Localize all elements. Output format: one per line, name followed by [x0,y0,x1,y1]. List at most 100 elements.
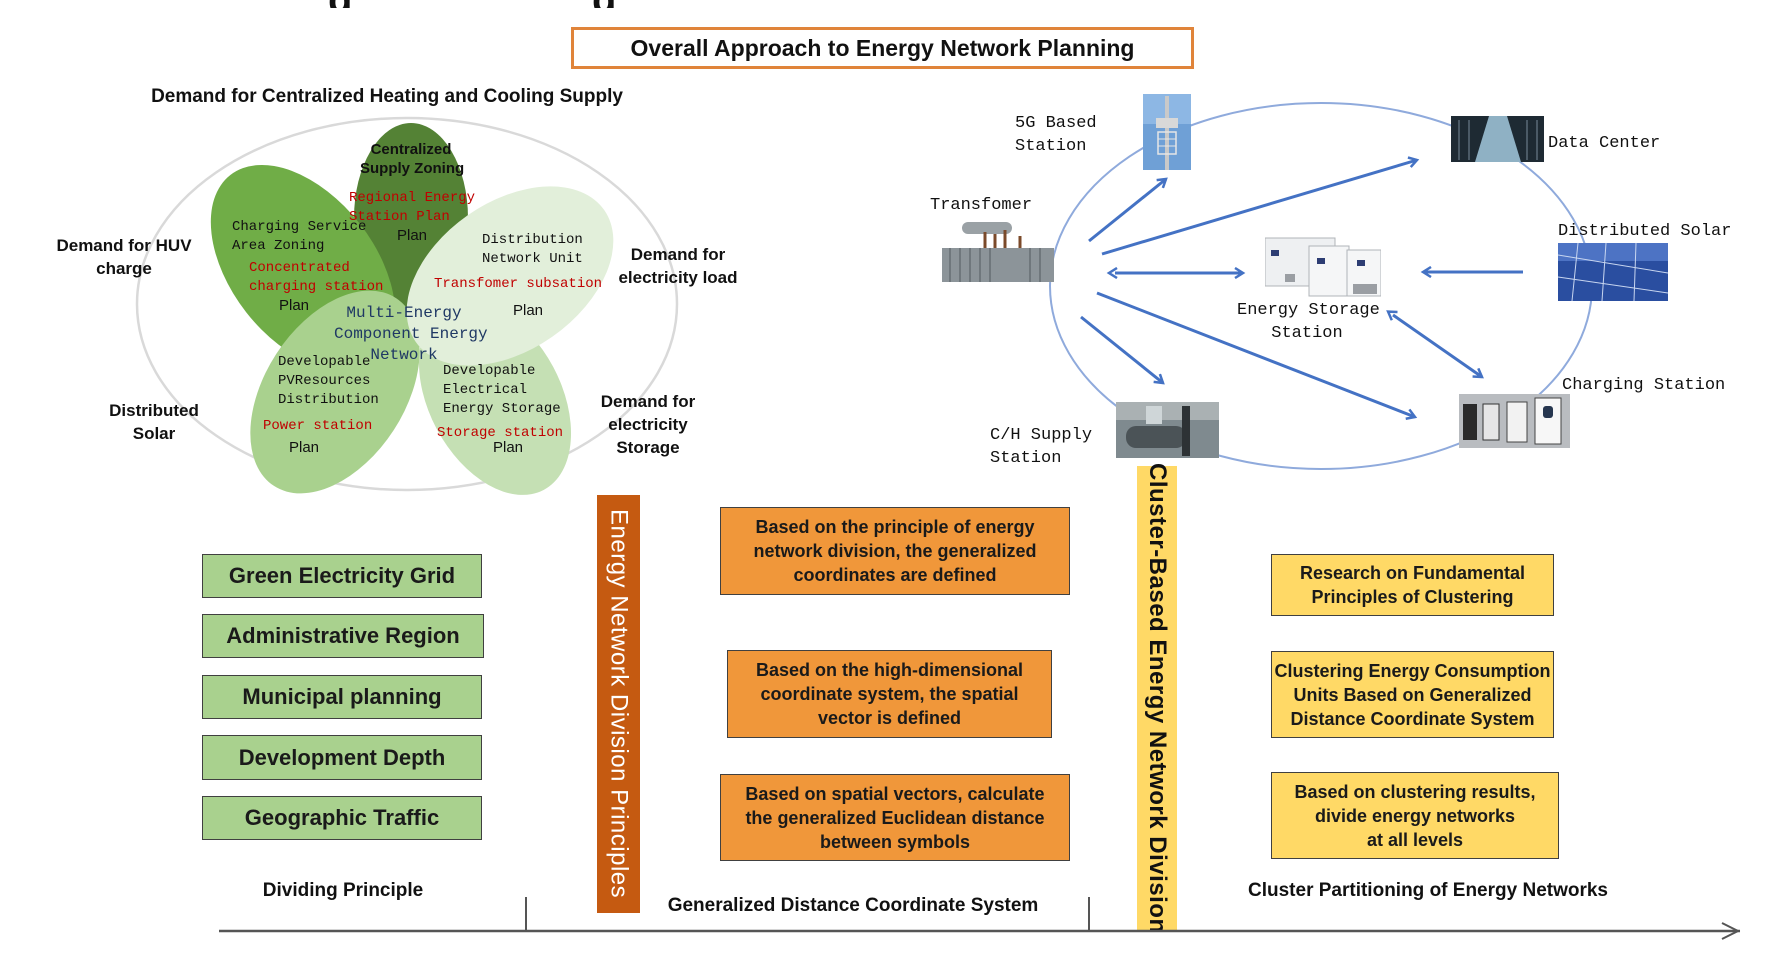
petal-text-line: Regional Energy [349,190,476,206]
petal-bottom-left-plan: Plan [289,439,320,456]
petal-right [406,186,614,366]
transformer-label: Transfomer [930,196,1033,215]
petal-text-line: Developable [278,354,371,370]
petal-text-line: Supply Zoning [360,160,465,177]
transformer-icon [942,222,1054,282]
coordinate-step-line: Based on the principle of energy [755,517,1035,537]
coordinate-step-line: Based on spatial vectors, calculate [745,783,1045,804]
cluster-step-line: Clustering Energy Consumption [1274,660,1551,681]
cluster-step-line: Distance Coordinate System [1290,708,1535,729]
petal-text-line: Transfomer subsation [434,276,603,292]
cluster-step-1: Research on Fundamental Principles of Cl… [1271,554,1554,616]
petal-top-title: Centralized Supply Zoning [360,140,465,178]
node-label-line: 5G Based [1015,114,1097,133]
coordinate-step-line: Based on the high-dimensional [755,660,1024,680]
petal-text-line: Area Zoning [232,238,325,254]
coordinate-step-2: Based on the high-dimensional coordinate… [727,650,1052,738]
petal-left-plan: Plan [279,297,310,314]
coordinate-step-line: between symbols [819,831,971,852]
cluster-step-3: Based on clustering results, divide ener… [1271,772,1559,859]
cluster-partitioning-label: Cluster Partitioning of Energy Networks [1248,880,1608,901]
demand-solar-label: Distributed Solar [109,399,199,445]
petal-text-line: Network Unit [482,251,583,267]
5g-tower-icon [1143,94,1191,170]
energy-storage-icon [1265,237,1381,297]
petal-bottom-left-black: Developable PVResources Distribution [278,353,379,410]
demand-storage-label: Demand for electricity Storage [601,390,695,459]
petal-top-plan: Plan [397,227,428,244]
node-label-line: Station [990,449,1062,468]
petal-right-black: Distribution Network Unit [482,231,583,269]
cluster-step-line: at all levels [1366,829,1464,850]
petal-text-line: Storage station [437,425,564,441]
demand-load-label: Demand for electricity load [618,243,737,289]
coordinate-step-line: network division, the generalized [753,541,1037,561]
petal-text-line: Concentrated [249,260,350,276]
dividing-item-geographic-traffic: Geographic Traffic [202,796,482,840]
coordinate-step-3: Based on spatial vectors, calculate the … [720,774,1070,861]
cluster-step-line: Units Based on Generalized [1293,684,1532,705]
charging-station-label: Charging Station [1562,376,1726,395]
center-text-line: Component Energy [334,325,488,343]
petal-text-line: Electrical [443,382,528,398]
cropped-page-title: g g [0,0,1782,8]
demand-load-line: Demand for [630,245,726,264]
arrow-storage-charging-bidirectional [1393,315,1482,377]
node-label-line: Energy Storage [1237,301,1380,320]
petal-text-line: Centralized [370,141,452,158]
cluster-step-line: divide energy networks [1314,805,1516,826]
dividing-item-label: Municipal planning [242,684,442,709]
division-principles-bar: Energy Network Division Principles [597,495,640,913]
solar-panel-icon [1558,243,1668,301]
demand-solar-line: Solar [132,424,176,443]
petal-text-line: Energy Storage [443,401,561,417]
petal-right-plan: Plan [513,302,544,319]
center-text-line: Multi-Energy [346,304,462,322]
demand-huv-label: Demand for HUV charge [56,234,191,280]
coordinate-step-line: coordinate system, the spatial [760,684,1019,704]
demand-solar-line: Distributed [109,401,199,420]
ch-supply-station-label: C/H Supply Station [990,424,1092,470]
dividing-principle-label: Dividing Principle [262,880,424,901]
cluster-step-line: Research on Fundamental [1299,563,1526,583]
demand-storage-line: Storage [616,438,680,457]
node-label-line: Station [1015,137,1087,156]
arrow-transformer-to-charging [1096,291,1415,417]
node-label-line: Station [1271,324,1343,343]
dividing-item-green-electricity-grid: Green Electricity Grid [202,554,482,598]
demand-storage-line: electricity [608,415,688,434]
center-text-line: Network [370,346,438,364]
data-center-icon [1451,116,1544,162]
timeline-arrowhead [1721,922,1741,940]
coordinate-step-line: coordinates are defined [793,565,997,585]
energy-storage-label: Energy Storage Station [1237,299,1380,345]
flower-diagram [135,116,679,495]
ch-supply-station-icon [1116,402,1219,458]
distributed-solar-label: Distributed Solar [1558,222,1732,241]
petal-text-line: charging station [249,279,384,295]
dividing-item-development-depth: Development Depth [202,735,482,780]
petal-text-line: Station Plan [349,209,450,225]
arrow-transformer-to-ch-supply [1080,315,1163,383]
dividing-item-label: Development Depth [238,744,446,770]
outer-ring [135,116,679,492]
arrow-transformer-to-5g [1088,179,1166,243]
demand-load-line: electricity load [618,268,738,287]
petal-left-black: Charging Service Area Zoning [232,218,366,256]
heating-cooling-heading: Demand for Centralized Heating and Cooli… [151,86,623,107]
main-title-box: Overall Approach to Energy Network Plann… [571,27,1194,69]
cluster-division-bar-label: Cluster-Based Energy Network Division [1144,463,1171,934]
petal-text-line: Charging Service [232,219,367,235]
petal-text-line: Developable [443,363,536,379]
node-label-line: C/H Supply [990,426,1093,445]
coordinate-system-label: Generalized Distance Coordinate System [667,895,1039,916]
coordinate-step-line: the generalized Euclidean distance [745,807,1045,828]
petal-text-line: PVResources [278,373,371,389]
dividing-item-administrative-region: Administrative Region [202,614,484,658]
petal-bottom-left-red: Power station [263,417,372,436]
5g-station-label: 5G Based Station [1015,112,1097,158]
main-title: Overall Approach to Energy Network Plann… [630,34,1135,61]
flower-center-label: Multi-Energy Component Energy Network [334,303,488,366]
petal-right-red: Transfomer subsation [434,275,602,294]
coordinate-step-line: vector is defined [817,708,962,728]
